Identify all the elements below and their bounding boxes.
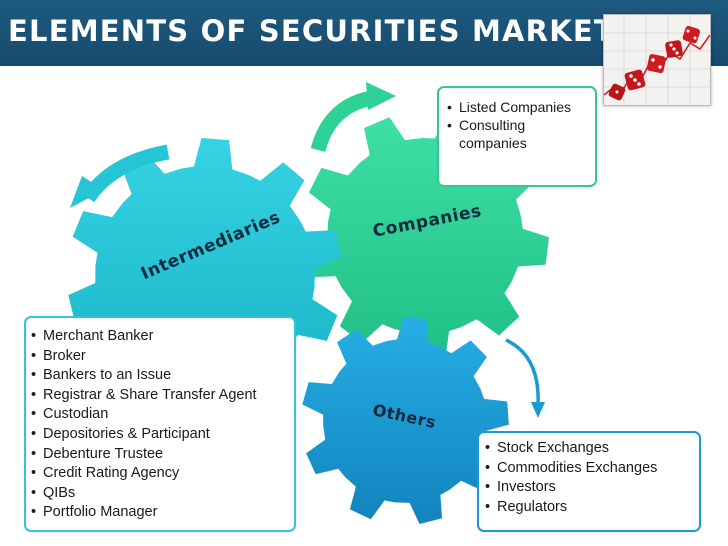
list-item: Broker bbox=[31, 347, 290, 367]
left-arrow-head bbox=[70, 176, 104, 208]
intermediaries-list: Merchant Banker Broker Bankers to an Iss… bbox=[26, 318, 294, 523]
others-list: Stock Exchanges Commodities Exchanges In… bbox=[479, 433, 699, 517]
list-item: Regulators bbox=[485, 498, 695, 518]
others-gear bbox=[302, 317, 509, 524]
intermediaries-callout: Merchant Banker Broker Bankers to an Iss… bbox=[24, 316, 296, 532]
list-item: Commodities Exchanges bbox=[485, 459, 695, 479]
list-item: Consulting companies bbox=[447, 116, 591, 152]
others-callout: Stock Exchanges Commodities Exchanges In… bbox=[477, 431, 701, 532]
list-item: Stock Exchanges bbox=[485, 439, 695, 459]
right-curved-arrow bbox=[505, 338, 540, 405]
list-item: Registrar & Share Transfer Agent bbox=[31, 386, 290, 406]
companies-list: Listed Companies Consulting companies bbox=[439, 88, 595, 152]
list-item: Listed Companies bbox=[447, 98, 591, 116]
list-item: Credit Rating Agency bbox=[31, 464, 290, 484]
slide-title: ELEMENTS OF SECURITIES MARKET bbox=[8, 14, 615, 48]
list-item: Bankers to an Issue bbox=[31, 366, 290, 386]
list-item: Investors bbox=[485, 478, 695, 498]
list-item: Custodian bbox=[31, 405, 290, 425]
list-item: Merchant Banker bbox=[31, 327, 290, 347]
list-item: Debenture Trustee bbox=[31, 445, 290, 465]
dice-on-stock-chart-photo bbox=[603, 14, 711, 106]
companies-callout: Listed Companies Consulting companies bbox=[437, 86, 597, 187]
top-arrow-head bbox=[366, 82, 396, 110]
list-item: Portfolio Manager bbox=[31, 503, 290, 523]
list-item: QIBs bbox=[31, 484, 290, 504]
list-item: Depositories & Participant bbox=[31, 425, 290, 445]
right-arrow-head bbox=[531, 402, 545, 418]
